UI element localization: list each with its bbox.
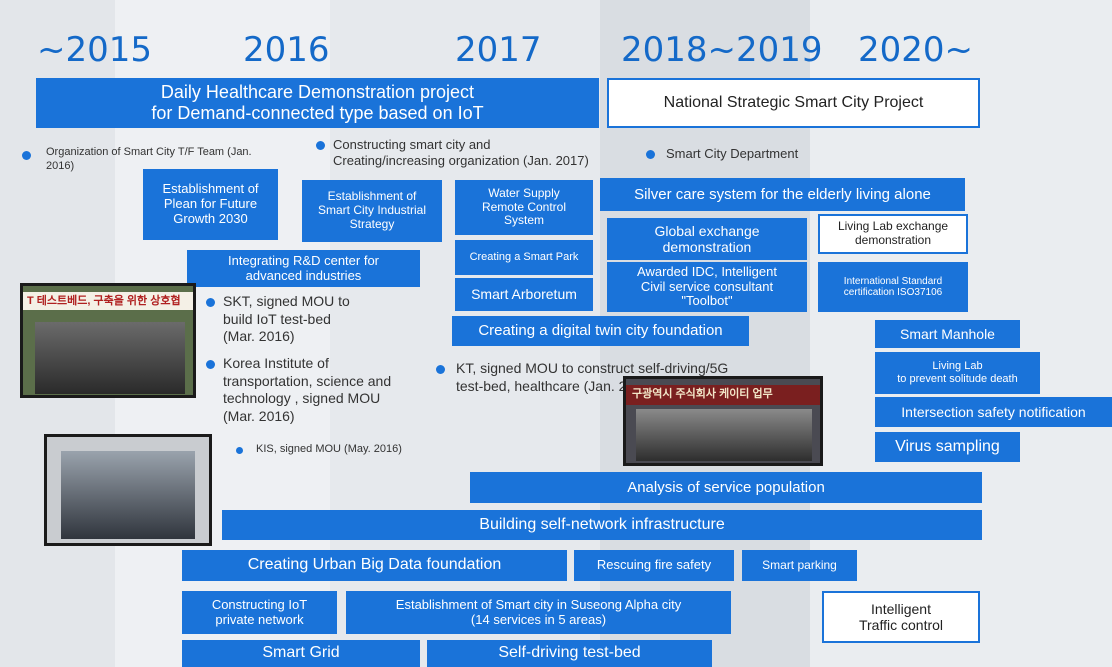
self-driving-box: Self-driving test-bed (427, 640, 712, 667)
national-strategic-box: National Strategic Smart City Project (607, 78, 980, 128)
bullet-constructing-smart-city: Constructing smart city and Creating/inc… (333, 137, 589, 169)
intersection-safety-box: Intersection safety notification (875, 397, 1112, 427)
photo-banner: 구광역시 주식회사 케이티 업무 (626, 385, 820, 405)
rescuing-fire-box: Rescuing fire safety (574, 550, 734, 581)
photo-people (61, 451, 195, 539)
smart-arboretum-box: Smart Arboretum (455, 278, 593, 311)
integrating-rnd-box: Integrating R&D center for advanced indu… (187, 250, 420, 287)
digital-twin-box: Creating a digital twin city foundation (452, 316, 749, 346)
bullet-dot (206, 360, 215, 369)
smart-parking-box: Smart parking (742, 550, 857, 581)
virus-sampling-box: Virus sampling (875, 432, 1020, 462)
smart-manhole-box: Smart Manhole (875, 320, 1020, 348)
bullet-skt-mou: SKT, signed MOU to build IoT test-bed (M… (223, 293, 350, 344)
global-exchange-box: Global exchange demonstration (607, 218, 807, 260)
bullet-dot (646, 150, 655, 159)
bullet-dot (436, 365, 445, 374)
bullet-dot (316, 141, 325, 150)
smart-city-industrial-box: Establishment of Smart City Industrial S… (302, 180, 442, 242)
smart-grid-box: Smart Grid (182, 640, 420, 667)
iot-private-network-box: Constructing IoT private network (182, 591, 337, 634)
water-supply-box: Water Supply Remote Control System (455, 180, 593, 235)
year-heading-2017: 2017 (455, 30, 542, 70)
mou-signing-photo-officials (44, 434, 212, 546)
iso-standard-box: International Standard certification ISO… (818, 262, 968, 312)
mou-signing-photo-kt: 구광역시 주식회사 케이티 업무 (623, 376, 823, 466)
photo-people (636, 409, 812, 461)
mou-signing-photo-skt: T 테스트베드, 구축을 위한 상호협 (20, 283, 196, 398)
awarded-idc-box: Awarded IDC, Intelligent Civil service c… (607, 262, 807, 312)
year-heading-2016: 2016 (243, 30, 330, 70)
year-heading-2018-2019: 2018~2019 (621, 30, 823, 70)
bullet-dot (236, 447, 243, 454)
silver-care-box: Silver care system for the elderly livin… (600, 178, 965, 211)
daily-healthcare-box: Daily Healthcare Demonstration project f… (36, 78, 599, 128)
service-population-box: Analysis of service population (470, 472, 982, 503)
photo-banner: T 테스트베드, 구축을 위한 상호협 (23, 292, 193, 310)
bullet-org-tf-team: Organization of Smart City T/F Team (Jan… (46, 146, 252, 172)
urban-big-data-box: Creating Urban Big Data foundation (182, 550, 567, 581)
self-network-box: Building self-network infrastructure (222, 510, 982, 540)
living-lab-solitude-box: Living Lab to prevent solitude death (875, 352, 1040, 394)
bullet-kis-mou: KIS, signed MOU (May. 2016) (256, 443, 402, 455)
bullet-korea-institute: Korea Institute of transportation, scien… (223, 355, 392, 424)
plan-future-growth-box: Establishment of Plean for Future Growth… (143, 169, 278, 240)
suseong-alpha-box: Establishment of Smart city in Suseong A… (346, 591, 731, 634)
year-heading-2015: ~2015 (37, 30, 153, 70)
bullet-smart-city-department: Smart City Department (666, 146, 799, 161)
photo-people (35, 322, 185, 394)
living-lab-exchange-box: Living Lab exchange demonstration (818, 214, 968, 254)
bullet-dot (206, 298, 215, 307)
year-heading-2020: 2020~ (858, 30, 974, 70)
bullet-dot (22, 151, 31, 160)
intelligent-traffic-box: Intelligent Traffic control (822, 591, 980, 643)
smart-park-box: Creating a Smart Park (455, 240, 593, 275)
